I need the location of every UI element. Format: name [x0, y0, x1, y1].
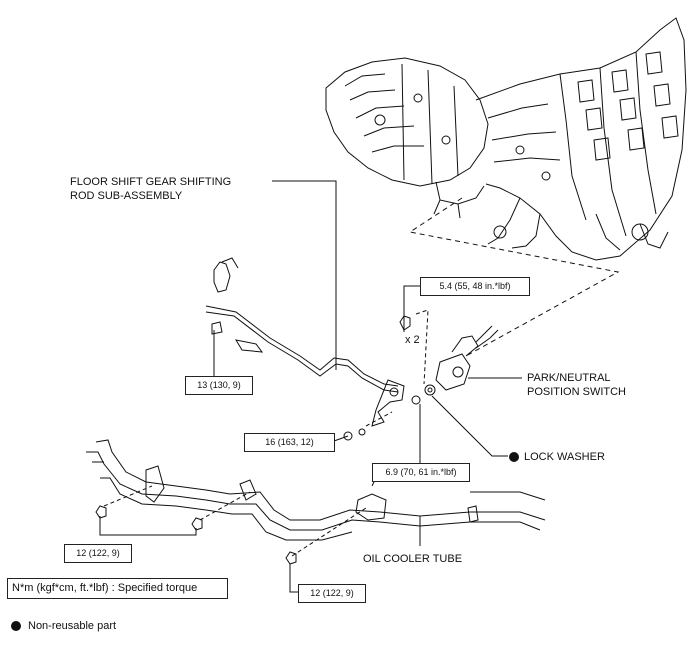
- torque-box-tube-bracket-bolt: 12 (122, 9): [298, 584, 366, 603]
- lock-washer-label: LOCK WASHER: [524, 451, 605, 463]
- rod-nut-illustration: [343, 431, 353, 441]
- legend-non-reusable-label: Non-reusable part: [28, 620, 117, 632]
- transmission-assembly-illustration: [325, 17, 687, 261]
- bolt-count-label: x 2: [405, 334, 420, 346]
- oil-cooler-tube-illustration: [86, 439, 546, 541]
- floor-shift-rod-label-line1: FLOOR SHIFT GEAR SHIFTING: [70, 176, 232, 188]
- torque-box-rod-nut: 16 (163, 12): [244, 433, 335, 452]
- switch-bolt-illustration: [399, 315, 411, 331]
- switch-location-guide-line: [408, 197, 620, 357]
- torque-box-tube-clamp-bolts: 12 (122, 9): [64, 544, 132, 563]
- tube-clamp-bolt-2-illustration: [191, 517, 203, 531]
- park-neutral-switch-illustration: [411, 325, 499, 405]
- torque-box-switch-nut: 6.9 (70, 61 in.*lbf): [372, 463, 470, 482]
- oil-cooler-tube-label: OIL COOLER TUBE: [363, 553, 463, 565]
- park-neutral-switch-label-line2: POSITION SWITCH: [527, 386, 626, 398]
- rod-nut-guide-line: [365, 411, 393, 427]
- tube-clamp-bolt-1-illustration: [95, 505, 107, 519]
- non-reusable-marker-icon: [509, 452, 519, 462]
- legend-specified-torque: N*m (kgf*cm, ft.*lbf) : Specified torque: [7, 578, 228, 599]
- tube-bracket-bolt-illustration: [285, 551, 297, 565]
- torque-box-switch-bolt: 5.4 (55, 48 in.*lbf): [420, 277, 530, 296]
- park-neutral-switch-label-line1: PARK/NEUTRAL: [527, 372, 611, 384]
- floor-shift-rod-label-line2: ROD SUB-ASSEMBLY: [70, 190, 183, 202]
- torque-box-rod-bracket: 13 (130, 9): [185, 376, 253, 395]
- legend-non-reusable-icon: [11, 621, 21, 631]
- shifting-rod-illustration: [205, 257, 405, 427]
